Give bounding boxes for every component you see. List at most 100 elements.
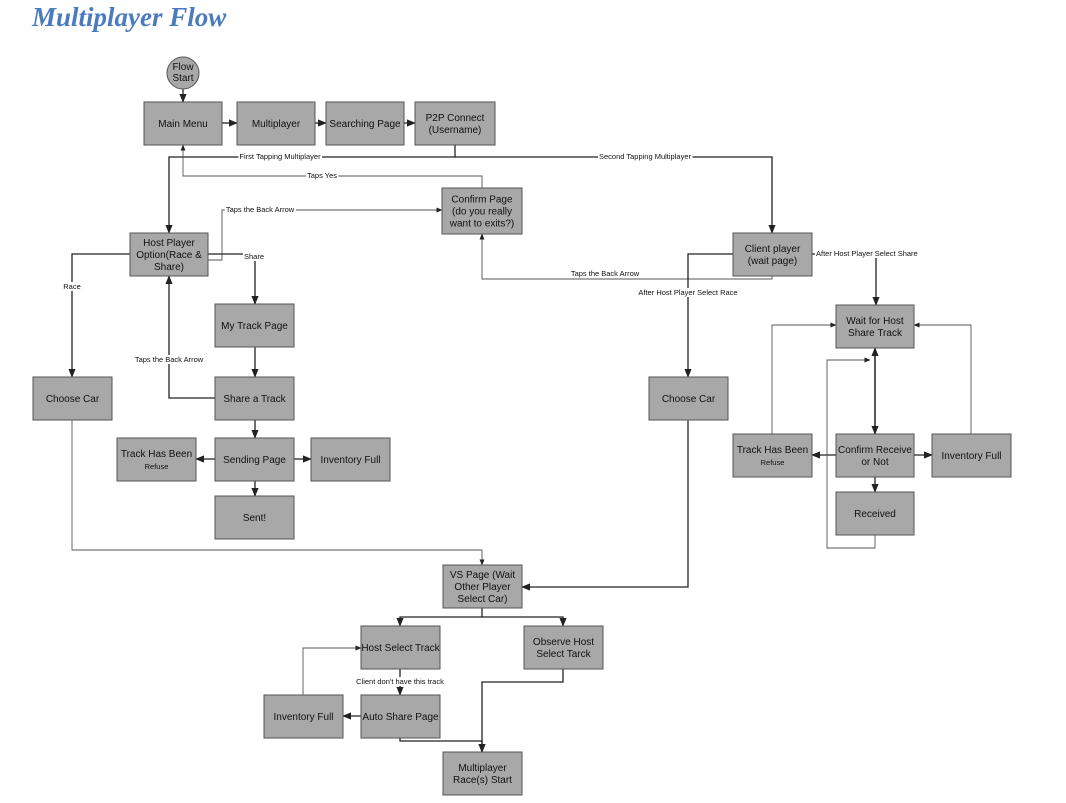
connector-7 xyxy=(180,144,483,188)
track-refused-host-label-1: Track Has Been xyxy=(121,449,192,460)
connector-10 xyxy=(68,253,130,378)
edge-label-taps-back-left: Taps the Back Arrow xyxy=(133,355,205,364)
choose-car-host-node: Choose Car xyxy=(32,376,113,421)
svg-text:Taps the Back Arrow: Taps the Back Arrow xyxy=(135,355,204,364)
svg-text:Taps the Back Arrow: Taps the Back Arrow xyxy=(571,269,640,278)
inventory-full-host-label-1: Inventory Full xyxy=(320,455,380,466)
page-title: Multiplayer Flow xyxy=(32,2,227,32)
edge-label-taps-yes: Taps Yes xyxy=(305,171,339,180)
connector-19 xyxy=(684,253,733,378)
share-a-track-label-1: Share a Track xyxy=(223,394,286,405)
my-track-page-node: My Track Page xyxy=(214,303,295,348)
svg-text:First Tapping Multiplayer: First Tapping Multiplayer xyxy=(239,152,321,161)
client-player-node: Client player(wait page) xyxy=(732,232,813,277)
choose-car-client-label-1: Choose Car xyxy=(662,394,716,405)
track-refused-client-label-1: Track Has Been xyxy=(737,445,808,456)
received-node: Received xyxy=(835,491,915,536)
sent-node: Sent! xyxy=(214,495,295,540)
race-start-label-1: Multiplayer xyxy=(458,763,507,774)
auto-share-page-label-1: Auto Share Page xyxy=(362,712,439,723)
inventory-full-host-node: Inventory Full xyxy=(310,437,391,482)
host-player-label-1: Host Player xyxy=(143,238,195,249)
share-a-track-node: Share a Track xyxy=(214,376,295,421)
svg-text:Second Tapping Multiplayer: Second Tapping Multiplayer xyxy=(599,152,692,161)
auto-share-page-node: Auto Share Page xyxy=(360,694,441,739)
connector-25 xyxy=(771,322,837,434)
main-menu-label-1: Main Menu xyxy=(158,119,207,130)
edge-label-after-race: After Host Player Select Race xyxy=(637,288,739,297)
connector-36 xyxy=(478,669,564,753)
confirm-page-label-1: Confirm Page xyxy=(451,195,513,206)
received-label-1: Received xyxy=(854,509,896,520)
edge-label-race: Race xyxy=(62,282,82,291)
confirm-receive-label-2: or Not xyxy=(861,457,888,468)
wait-for-host-label-1: Wait for Host xyxy=(846,316,904,327)
svg-text:After Host Player Select Share: After Host Player Select Share xyxy=(816,249,918,258)
connector-35 xyxy=(399,738,486,753)
wait-for-host-label-2: Share Track xyxy=(848,328,903,339)
p2p-connect-label-2: (Username) xyxy=(429,125,482,136)
vs-page-label-1: VS Page (Wait xyxy=(450,570,515,581)
race-start-label-2: Race(s) Start xyxy=(453,775,512,786)
connector-29 xyxy=(521,420,689,591)
connector-8 xyxy=(208,207,443,261)
inventory-full-client-node: Inventory Full xyxy=(931,433,1012,478)
choose-car-client-node: Choose Car xyxy=(648,376,729,421)
inventory-full-race-node: Inventory Full xyxy=(263,694,344,739)
svg-text:Race: Race xyxy=(63,282,81,291)
p2p-connect-node: P2P Connect(Username) xyxy=(414,101,496,146)
edge-label-taps-back-top: Taps the Back Arrow xyxy=(224,205,296,214)
confirm-page-label-3: want to exits?) xyxy=(449,219,514,230)
host-select-track-label-1: Host Select Track xyxy=(361,643,440,654)
sending-page-node: Sending Page xyxy=(214,437,295,482)
connector-28 xyxy=(71,420,485,566)
edge-label-after-share: After Host Player Select Share xyxy=(815,249,919,258)
edge-label-taps-back-right: Taps the Back Arrow xyxy=(569,269,641,278)
connector-31 xyxy=(482,616,567,627)
edge-label-client-no-track: Client don't have this track xyxy=(355,677,446,686)
track-refused-host-label-2: Refuse xyxy=(145,462,169,471)
flow-start-label-2: Start xyxy=(172,73,193,84)
multiplayer-label-1: Multiplayer xyxy=(252,119,301,130)
edge-label-second-tapping: Second Tapping Multiplayer xyxy=(597,152,693,161)
edge-label-first-tapping: First Tapping Multiplayer xyxy=(238,152,323,161)
connector-34 xyxy=(302,645,362,695)
observe-host-label-2: Select Tarck xyxy=(536,649,591,660)
p2p-connect-label-1: P2P Connect xyxy=(426,113,485,124)
svg-text:After Host Player Select Race: After Host Player Select Race xyxy=(638,288,737,297)
choose-car-host-label-1: Choose Car xyxy=(46,394,100,405)
connector-6 xyxy=(455,156,776,234)
flow-start-label-1: Flow xyxy=(172,62,194,73)
edge-label-share: Share xyxy=(242,252,266,261)
connector-17 xyxy=(479,233,773,280)
observe-host-label-1: Observe Host xyxy=(533,637,594,648)
connector-26 xyxy=(913,322,972,434)
vs-page-label-2: Other Player xyxy=(454,582,511,593)
sent-label-1: Sent! xyxy=(243,513,266,524)
my-track-page-label-1: My Track Page xyxy=(221,321,288,332)
sending-page-label-1: Sending Page xyxy=(223,455,286,466)
host-player-label-3: Share) xyxy=(154,262,184,273)
confirm-receive-label-1: Confirm Receive xyxy=(838,445,912,456)
track-refused-client-label-2: Refuse xyxy=(761,458,785,467)
searching-page-label-1: Searching Page xyxy=(329,119,401,130)
svg-text:Share: Share xyxy=(244,252,264,261)
multiplayer-node: Multiplayer xyxy=(236,101,316,146)
svg-text:Client don't have this track: Client don't have this track xyxy=(356,677,444,686)
host-player-label-2: Option(Race & xyxy=(136,250,202,261)
inventory-full-client-label-1: Inventory Full xyxy=(941,451,1001,462)
client-player-label-1: Client player xyxy=(745,244,801,255)
confirm-page-label-2: (do you really xyxy=(452,207,512,218)
main-menu-node: Main Menu xyxy=(143,101,223,146)
vs-page-label-3: Select Car) xyxy=(457,594,507,605)
